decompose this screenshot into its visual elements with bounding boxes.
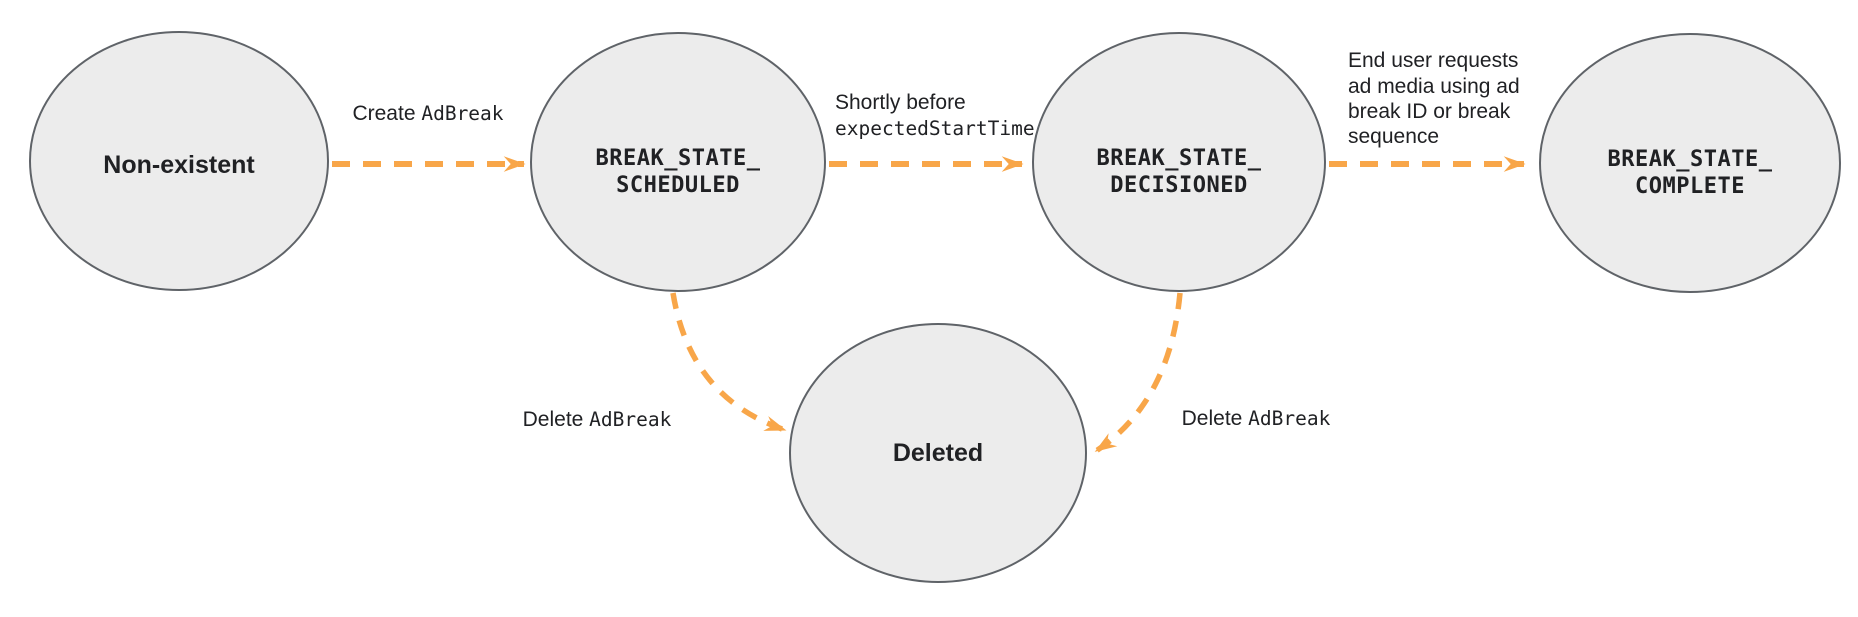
- edge-delete-adbreak-right: Delete AdBreak: [1094, 292, 1331, 454]
- node-deleted: Deleted: [789, 323, 1087, 583]
- node-non-existent: Non-existent: [29, 31, 329, 291]
- edge-create-adbreak: Create AdBreak: [332, 102, 526, 172]
- state-label: BREAK_STATE_DECISIONED: [1097, 146, 1262, 198]
- state-label: Deleted: [893, 439, 983, 467]
- node-break-state-decisioned: BREAK_STATE_DECISIONED: [1032, 32, 1326, 292]
- state-label: BREAK_STATE_COMPLETE: [1608, 147, 1773, 199]
- edge-delete-adbreak-left: Delete AdBreak: [523, 292, 787, 433]
- state-circle: [530, 32, 826, 292]
- state-circle: [1032, 32, 1326, 292]
- edge-label-delete-adbreak-left: Delete AdBreak: [523, 408, 672, 431]
- state-circle: [29, 31, 329, 291]
- node-break-state-complete: BREAK_STATE_COMPLETE: [1539, 33, 1841, 293]
- state-label: Non-existent: [103, 151, 255, 179]
- node-break-state-scheduled: BREAK_STATE_SCHEDULED: [530, 32, 826, 292]
- transition-arrow: [670, 292, 787, 433]
- nodes: Non-existent BREAK_STATE_SCHEDULED BREAK…: [29, 31, 1841, 583]
- edge-label-delete-adbreak-right: Delete AdBreak: [1182, 407, 1331, 430]
- state-label: BREAK_STATE_SCHEDULED: [596, 146, 761, 198]
- state-circle: [1539, 33, 1841, 293]
- transition-arrow: [1094, 292, 1183, 454]
- edge-label-create-adbreak: Create AdBreak: [352, 102, 503, 125]
- state-circle: [789, 323, 1087, 583]
